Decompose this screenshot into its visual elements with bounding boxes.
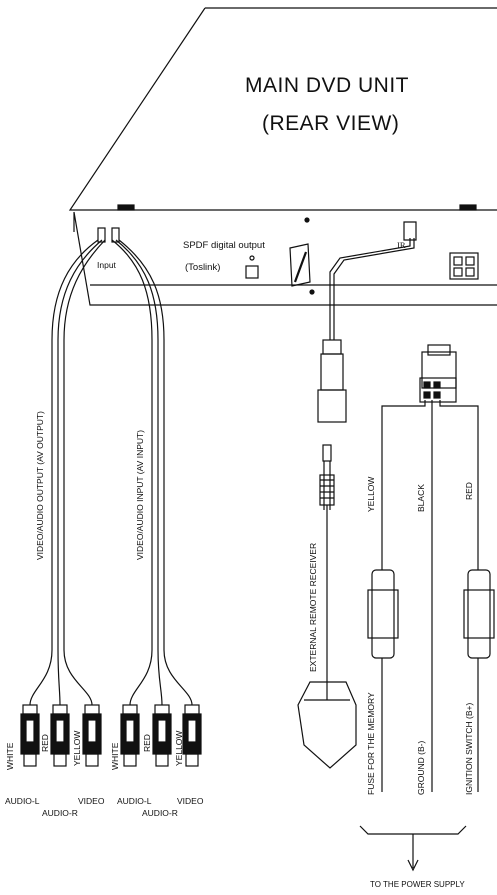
remote-receiver-label: EXTERNAL REMOTE RECEIVER [308,542,318,672]
unit-title-line2: (REAR VIEW) [262,112,400,135]
fuse-holder-memory [371,569,395,659]
right-red-label: RED [142,734,152,752]
rca-plug-group-right [120,704,202,767]
toslink-port [245,265,259,279]
ground-label: GROUND (B-) [416,740,426,795]
spdf-label-line1: SPDF digital output [183,240,265,251]
ir-port [403,221,417,241]
right-video-label: VIDEO [177,796,204,806]
ir-cable [329,238,411,340]
input-port-left [97,227,106,243]
black-wire-label: BLACK [416,484,426,512]
remote-plug-upper [322,339,342,355]
dvd-unit-body [68,7,497,306]
av-input-cable-label: VIDEO/AUDIO INPUT (AV INPUT) [135,429,145,560]
right-white-label: WHITE [110,742,120,770]
left-video-label: VIDEO [78,796,105,806]
fuse-memory-label: FUSE FOR THE MEMORY [366,692,376,795]
left-audio-r-label: AUDIO-R [42,808,78,818]
right-yellow-label: YELLOW [174,730,184,766]
av-output-cable-label: VIDEO/AUDIO OUTPUT (AV OUTPUT) [35,411,45,560]
right-audio-l-label: AUDIO-L [117,796,152,806]
power-socket [449,252,479,280]
red-wire-label: RED [464,482,474,500]
left-yellow-label: YELLOW [72,730,82,766]
ignition-switch-label: IGNITION SWITCH (B+) [464,702,474,795]
left-audio-l-label: AUDIO-L [5,796,40,806]
mounting-slot [289,243,311,287]
spdf-label-line2: (Toslink) [185,262,221,273]
power-supply-label: TO THE POWER SUPPLY [370,880,465,889]
input-port-label: Input [97,260,116,270]
unit-title-line1: MAIN DVD UNIT [245,74,409,97]
left-red-label: RED [40,734,50,752]
remote-receiver-pod [297,681,357,769]
right-audio-r-label: AUDIO-R [142,808,178,818]
left-white-label: WHITE [5,742,15,770]
rca-plug-group-left [20,704,102,767]
ir-label: IR [397,240,406,250]
input-port-right [111,227,120,243]
remote-jack [322,444,332,462]
yellow-wire-label: YELLOW [366,476,376,512]
fuse-holder-ignition [467,569,491,659]
